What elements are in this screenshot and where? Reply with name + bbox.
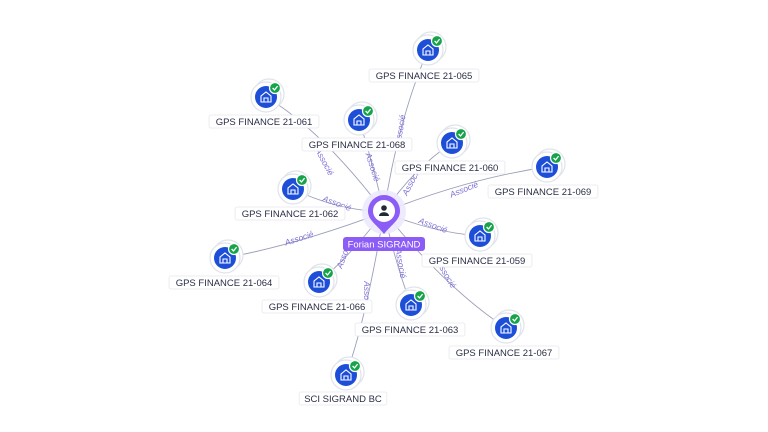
- check-icon: [361, 104, 375, 118]
- building-icon: [446, 137, 458, 149]
- center-node[interactable]: Forian SIGRAND: [343, 190, 425, 251]
- node-n061[interactable]: GPS FINANCE 21-061: [208, 78, 320, 129]
- node-n067[interactable]: GPS FINANCE 21-067: [448, 309, 560, 360]
- node-n069[interactable]: GPS FINANCE 21-069: [487, 148, 599, 199]
- check-icon: [430, 34, 444, 48]
- node-n068[interactable]: GPS FINANCE 21-068: [301, 101, 413, 152]
- check-icon: [321, 266, 335, 280]
- check-icon: [413, 289, 427, 303]
- svg-text:GPS FINANCE 21-060: GPS FINANCE 21-060: [402, 163, 499, 174]
- svg-text:SCI SIGRAND BC: SCI SIGRAND BC: [304, 394, 382, 405]
- node-label: GPS FINANCE 21-062: [234, 206, 346, 221]
- svg-text:GPS FINANCE 21-061: GPS FINANCE 21-061: [216, 117, 313, 128]
- node-label: GPS FINANCE 21-066: [261, 299, 373, 314]
- svg-text:GPS FINANCE 21-068: GPS FINANCE 21-068: [309, 140, 406, 151]
- svg-text:GPS FINANCE 21-059: GPS FINANCE 21-059: [429, 256, 526, 267]
- check-icon: [454, 127, 468, 141]
- node-n065[interactable]: GPS FINANCE 21-065: [368, 31, 480, 83]
- node-n059[interactable]: GPS FINANCE 21-059: [421, 217, 533, 268]
- node-label: GPS FINANCE 21-059: [421, 253, 533, 268]
- svg-text:GPS FINANCE 21-069: GPS FINANCE 21-069: [495, 187, 592, 198]
- edge-label: Associé: [363, 150, 382, 183]
- building-icon: [260, 91, 272, 103]
- edge-label: Associé: [282, 229, 315, 248]
- node-nsci[interactable]: SCI SIGRAND BC: [298, 356, 388, 406]
- node-label: GPS FINANCE 21-061: [208, 114, 320, 129]
- check-icon: [268, 81, 282, 95]
- edge-label: Associé: [362, 280, 372, 311]
- check-icon: [295, 173, 309, 187]
- node-n066[interactable]: GPS FINANCE 21-066: [261, 263, 373, 314]
- node-n060[interactable]: GPS FINANCE 21-060: [394, 124, 506, 175]
- building-icon: [541, 161, 553, 173]
- svg-text:GPS FINANCE 21-064: GPS FINANCE 21-064: [176, 278, 273, 289]
- building-icon: [313, 276, 325, 288]
- building-icon: [340, 369, 352, 381]
- svg-text:GPS FINANCE 21-062: GPS FINANCE 21-062: [242, 209, 339, 220]
- node-label: GPS FINANCE 21-067: [448, 345, 560, 360]
- check-icon: [227, 242, 241, 256]
- node-n063[interactable]: GPS FINANCE 21-063: [354, 286, 466, 337]
- edge-label: Associé: [447, 179, 480, 200]
- svg-text:GPS FINANCE 21-067: GPS FINANCE 21-067: [456, 348, 553, 359]
- node-n062[interactable]: GPS FINANCE 21-062: [234, 170, 346, 221]
- edge-label: Associé: [393, 247, 408, 279]
- building-icon: [474, 230, 486, 242]
- person-icon: [379, 205, 389, 216]
- node-label: GPS FINANCE 21-069: [487, 184, 599, 199]
- building-icon: [500, 322, 512, 334]
- node-label: GPS FINANCE 21-063: [354, 322, 466, 337]
- edge-n067: [383, 211, 507, 329]
- node-label: SCI SIGRAND BC: [298, 391, 388, 406]
- check-icon: [348, 359, 362, 373]
- node-label: GPS FINANCE 21-060: [394, 160, 506, 175]
- node-label: GPS FINANCE 21-064: [168, 275, 280, 290]
- building-icon: [353, 114, 365, 126]
- check-icon: [482, 220, 496, 234]
- svg-text:GPS FINANCE 21-066: GPS FINANCE 21-066: [269, 302, 366, 313]
- edge-label: Associé: [416, 215, 449, 235]
- building-icon: [422, 44, 434, 56]
- node-n064[interactable]: GPS FINANCE 21-064: [168, 239, 280, 290]
- svg-text:GPS FINANCE 21-065: GPS FINANCE 21-065: [376, 71, 473, 82]
- svg-text:GPS FINANCE 21-063: GPS FINANCE 21-063: [362, 325, 459, 336]
- check-icon: [508, 312, 522, 326]
- building-icon: [405, 299, 417, 311]
- building-icon: [287, 183, 299, 195]
- center-pin-inner: [373, 200, 395, 222]
- node-label: GPS FINANCE 21-068: [301, 137, 413, 152]
- check-icon: [549, 151, 563, 165]
- svg-text:Forian SIGRAND: Forian SIGRAND: [348, 240, 421, 251]
- center-label: Forian SIGRAND: [343, 237, 425, 251]
- building-icon: [219, 252, 231, 264]
- node-label: GPS FINANCE 21-065: [368, 68, 480, 83]
